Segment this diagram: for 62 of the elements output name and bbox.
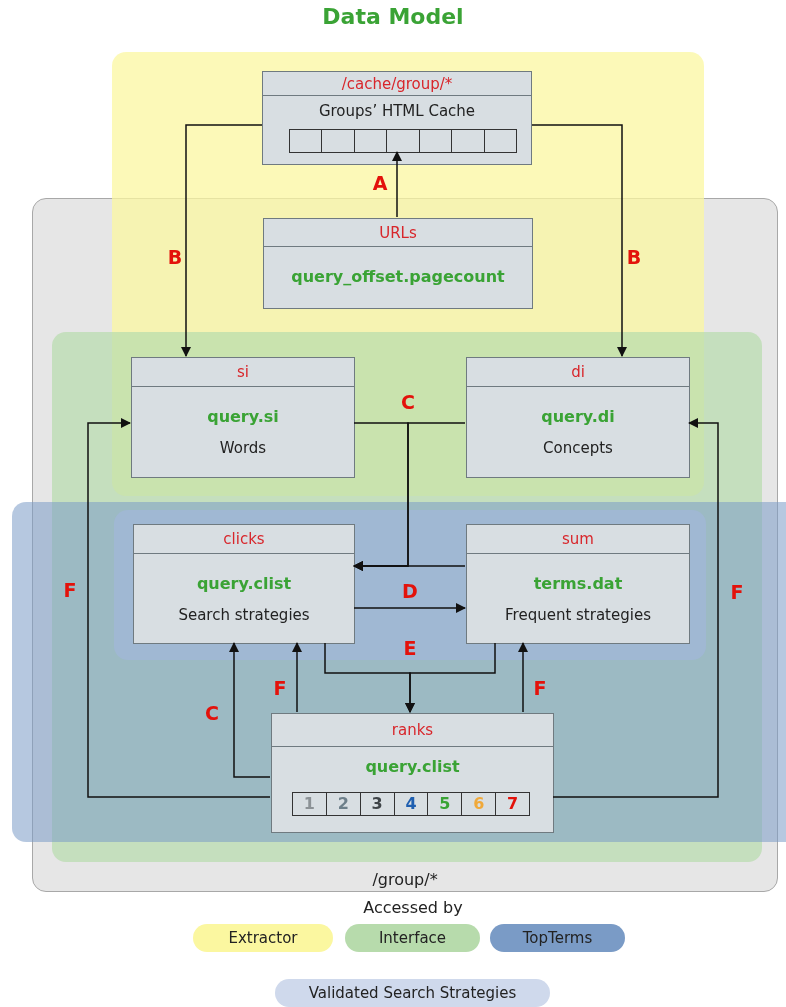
edge-label: F	[533, 677, 547, 699]
file-name: query.si	[206, 407, 280, 426]
edge-label: F	[730, 581, 744, 603]
cache-box	[262, 71, 532, 165]
rank-number: 4	[394, 793, 429, 815]
description: Frequent strategies	[504, 606, 652, 624]
rank-number: 1	[293, 793, 327, 815]
arrow	[229, 642, 271, 778]
legend-label: Interface	[378, 928, 447, 949]
arrow	[353, 603, 466, 613]
edge-label: B	[626, 246, 642, 268]
legend-label: TopTerms	[522, 928, 593, 949]
arrow	[518, 642, 528, 713]
ranks-box	[271, 713, 554, 833]
file-path: clicks	[134, 525, 354, 554]
edge-label: E	[403, 637, 417, 659]
edge-label: C	[205, 702, 219, 724]
data-file-box	[131, 357, 355, 478]
rank-number: 5	[428, 793, 463, 815]
file-path: si	[132, 358, 354, 387]
rank-number: 7	[506, 793, 520, 815]
file-path: di	[467, 358, 689, 387]
directory-label: /group/*	[371, 870, 439, 889]
file-name: query_offset.pagecount	[290, 267, 506, 286]
rank-number: 6	[462, 793, 497, 815]
arrow	[87, 418, 271, 798]
arrow	[552, 418, 719, 798]
arrow	[405, 642, 496, 713]
description: Concepts	[542, 439, 614, 457]
arrow	[392, 151, 402, 218]
arrow	[353, 561, 466, 571]
data-file-box	[466, 357, 690, 478]
data-file-box	[133, 524, 355, 644]
rank-number: 3	[360, 793, 395, 815]
cache-slots-bar	[289, 129, 517, 153]
rank-number: 2	[326, 793, 361, 815]
description: Search strategies	[177, 606, 311, 624]
data-file-box	[263, 218, 533, 309]
arrow	[292, 642, 302, 713]
file-name: query.clist	[195, 574, 293, 593]
description: Groups’ HTML Cache	[317, 102, 477, 120]
arrow	[181, 124, 263, 357]
file-name: query.di	[540, 407, 616, 426]
description: Words	[218, 439, 268, 457]
file-path: sum	[467, 525, 689, 554]
edge-label: A	[372, 172, 388, 194]
file-path: /cache/group/*	[263, 72, 531, 96]
legend-label: Extractor	[228, 928, 298, 949]
file-path: ranks	[272, 714, 553, 747]
legend-heading: Accessed by	[362, 898, 464, 917]
edge-label: C	[401, 391, 415, 413]
edge-label: D	[402, 580, 418, 602]
legend-label: Validated Search Strategies	[308, 983, 517, 1004]
edge-label: F	[63, 579, 77, 601]
file-path: URLs	[264, 219, 532, 247]
file-name: terms.dat	[532, 574, 624, 593]
diagram-title: Data Model	[321, 4, 465, 29]
edge-label: F	[273, 677, 287, 699]
file-name: query.clist	[364, 757, 461, 776]
data-file-box	[466, 524, 690, 644]
edge-label: B	[167, 246, 183, 268]
arrow	[531, 124, 627, 357]
